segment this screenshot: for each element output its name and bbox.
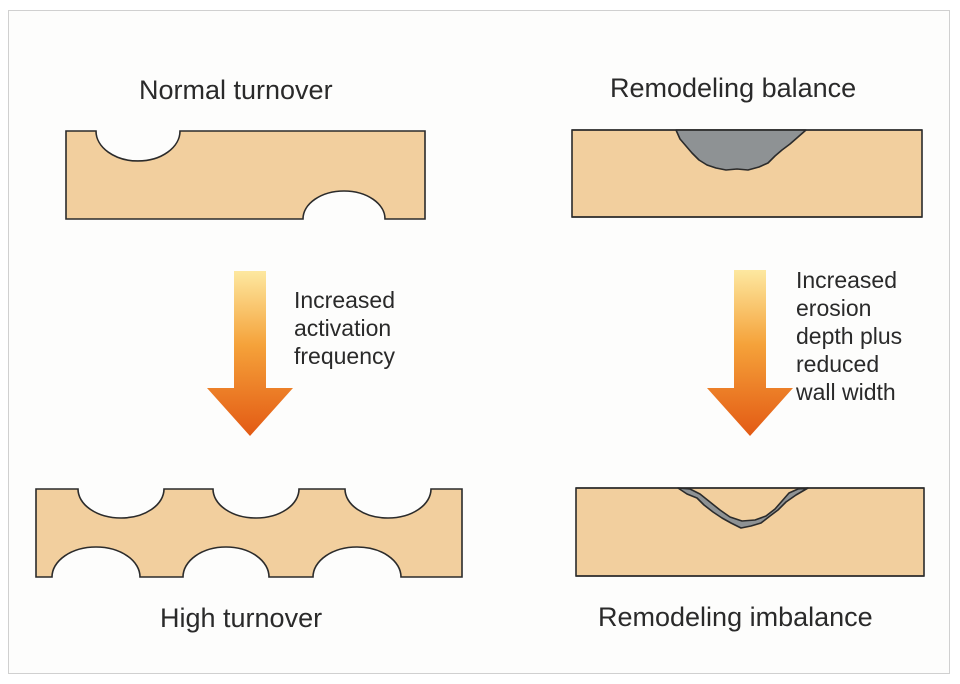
resorption-pit-imbalance bbox=[677, 487, 809, 529]
title-high-turnover: High turnover bbox=[160, 603, 323, 633]
surface-line-imbalance bbox=[576, 487, 924, 577]
annotation-right-line-2: erosion bbox=[796, 295, 872, 321]
bone-strip-high-turnover bbox=[35, 488, 463, 578]
annotation-left-line-3: frequency bbox=[294, 343, 396, 369]
title-normal-turnover: Normal turnover bbox=[139, 75, 333, 105]
annotation-left-line-1: Increased bbox=[294, 287, 396, 313]
resorption-pit-balance bbox=[675, 129, 807, 171]
annotation-left-line-2: activation bbox=[294, 315, 392, 341]
bone-strip-remodeling-imbalance bbox=[575, 487, 925, 577]
bone-strip-normal-turnover bbox=[65, 130, 426, 220]
annotation-right: Increased erosion depth plus reduced wal… bbox=[796, 266, 936, 406]
surface-line-balance bbox=[572, 129, 922, 218]
annotation-right-line-4: reduced bbox=[796, 351, 880, 377]
annotation-right-line-5: wall width bbox=[796, 379, 896, 405]
title-remodeling-balance: Remodeling balance bbox=[610, 73, 857, 103]
annotation-right-line-1: Increased bbox=[796, 267, 898, 293]
annotation-left: Increased activation frequency bbox=[294, 286, 444, 370]
arrow-right-icon bbox=[707, 270, 793, 436]
annotation-right-line-3: depth plus bbox=[796, 323, 903, 349]
title-remodeling-imbalance: Remodeling imbalance bbox=[598, 602, 873, 632]
arrow-left-icon bbox=[207, 271, 293, 436]
